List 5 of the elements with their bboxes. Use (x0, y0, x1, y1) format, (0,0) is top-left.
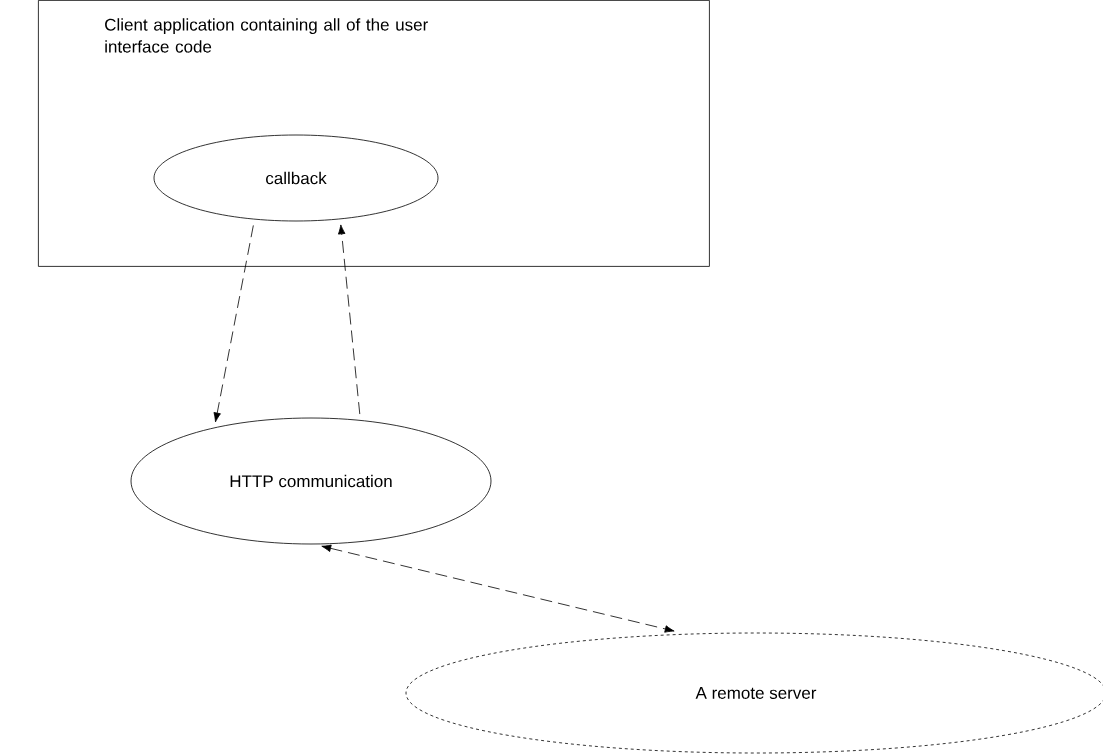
ellipse-node: callback (153, 134, 439, 222)
ellipse-node: HTTP communication (130, 417, 492, 545)
arrow (321, 544, 675, 633)
arrow (338, 224, 361, 415)
arrow (213, 225, 254, 423)
